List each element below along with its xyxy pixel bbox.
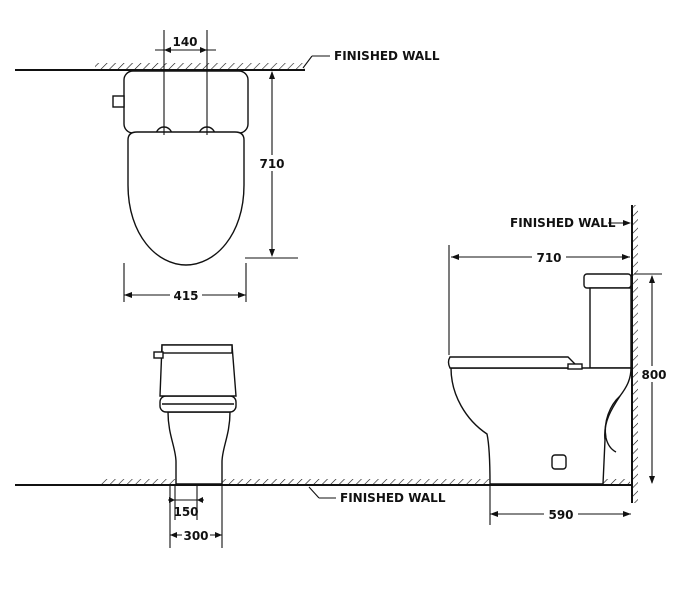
dim-710-side: 710 [448,245,630,355]
finished-wall-floor-callout: FINISHED WALL [308,486,446,505]
side-wall [631,205,638,503]
dim-415: 415 [123,263,247,303]
finished-wall-floor-label: FINISHED WALL [340,491,446,505]
dim-300-label: 300 [183,529,208,543]
dim-710-side-label: 710 [536,251,561,265]
floor [15,479,632,486]
dim-150: 150 [168,486,204,520]
dim-590: 590 [489,486,631,525]
dim-590-label: 590 [548,508,573,522]
dim-800-label: 800 [641,368,666,382]
dim-415-label: 415 [173,289,198,303]
finished-wall-top-callout: FINISHED WALL [302,49,440,69]
dim-710-plan: 710 [245,71,298,259]
dim-150-label: 150 [173,505,198,519]
dim-710-plan-label: 710 [259,157,284,171]
dim-140-label: 140 [172,35,197,49]
dim-140: 140 [155,30,216,135]
dim-800: 800 [634,273,670,484]
finished-wall-right-callout: FINISHED WALL [510,216,631,230]
plan-tank [112,70,249,136]
finished-wall-right-label: FINISHED WALL [510,216,616,230]
plan-wall [15,63,305,71]
plan-view: 140 FINISHED WALL 710 415 [15,30,440,303]
dim-300: 300 [169,486,223,548]
side-view: 710 FINISHED WALL 800 590 [447,205,670,525]
finished-wall-top-label: FINISHED WALL [334,49,440,63]
plan-seat [127,131,245,266]
front-view: 150 300 [153,344,237,548]
